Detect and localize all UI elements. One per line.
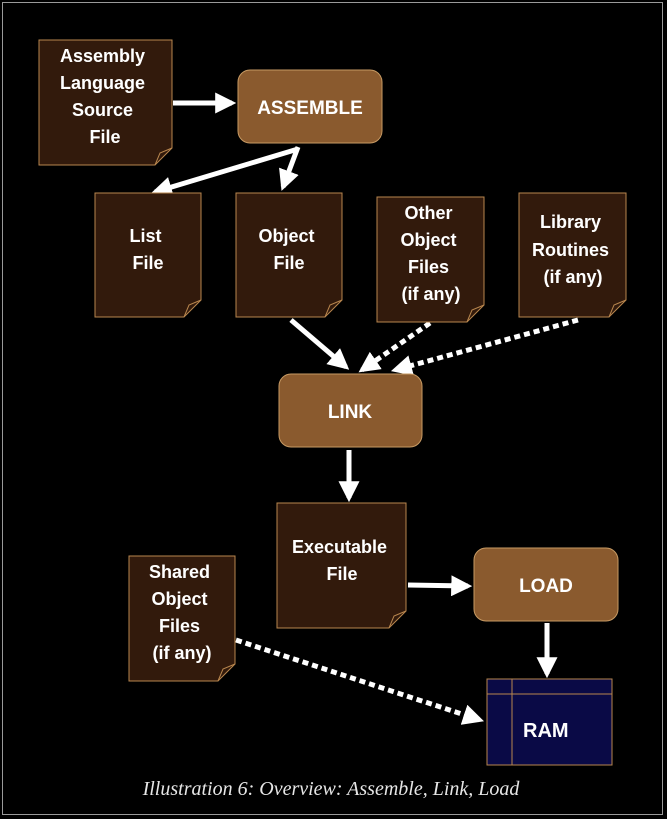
process-assemble: ASSEMBLE: [237, 69, 383, 144]
arrow-executable-to-load: [407, 575, 473, 597]
executable-file-label: Executable File: [292, 537, 392, 584]
arrow-assemble-to-list-file: [150, 146, 299, 198]
list-file-label: List File: [129, 226, 166, 273]
link-label: LINK: [328, 402, 373, 423]
memory-ram: RAM: [486, 678, 613, 766]
object-file-label: Object File: [258, 226, 319, 273]
arrow-library-to-link: [390, 317, 579, 376]
ram-label: RAM: [523, 720, 569, 742]
arrows: [150, 92, 579, 725]
arrow-object-file-to-link: [289, 318, 350, 370]
document-source-file: Assembly Language Source File: [38, 39, 173, 166]
process-load: LOAD: [473, 547, 619, 622]
arrow-other-objects-to-link: [358, 320, 432, 373]
library-routines-label: Library Routines (if any): [532, 212, 614, 287]
arrow-assemble-to-object-file: [279, 146, 301, 191]
source-file-label: Assembly Language Source File: [60, 46, 150, 147]
document-shared-object-files: Shared Object Files (if any): [128, 555, 236, 682]
shared-object-files-label: Shared Object Files (if any): [149, 562, 215, 663]
load-label: LOAD: [519, 576, 573, 597]
process-link: LINK: [278, 373, 423, 448]
other-object-files-label: Other Object Files (if any): [400, 203, 461, 304]
document-other-object-files: Other Object Files (if any): [376, 196, 485, 323]
document-executable-file: Executable File: [276, 502, 407, 629]
document-list-file: List File: [94, 192, 202, 318]
document-object-file: Object File: [235, 192, 343, 318]
figure-caption: Illustration 6: Overview: Assemble, Link…: [142, 778, 521, 800]
document-library-routines: Library Routines (if any): [518, 192, 627, 318]
arrow-shared-objects-to-ram: [235, 637, 484, 725]
assemble-label: ASSEMBLE: [257, 98, 363, 119]
